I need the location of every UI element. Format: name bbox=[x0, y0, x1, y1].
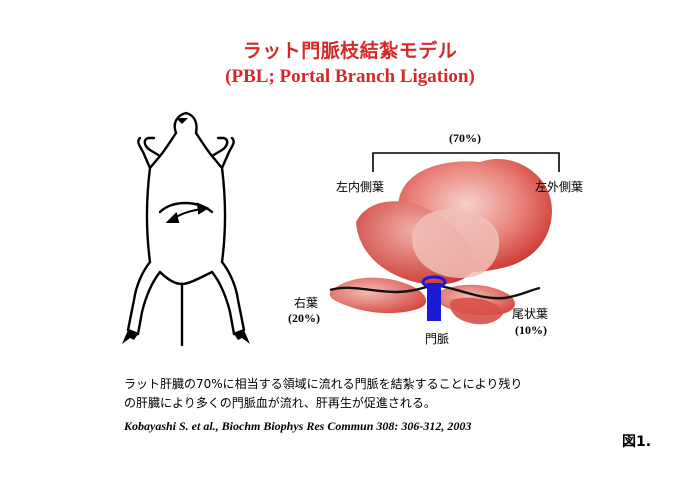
rat-outline bbox=[126, 111, 246, 347]
description-line-1: ラット肝臓の70%に相当する領域に流れる門脈を結紮することにより残り bbox=[124, 377, 523, 391]
right-lobe-percent-label: (20%) bbox=[288, 311, 320, 325]
rat-right-hind-foot bbox=[234, 330, 250, 344]
right-lobe-label: 右葉 bbox=[294, 296, 319, 310]
portal-vein-label: 門脈 bbox=[425, 332, 450, 346]
bracket-70-percent bbox=[372, 152, 560, 172]
caudate-lobe-label: 尾状葉 bbox=[512, 307, 549, 321]
description-line-2: の肝臓により多くの門脈血が流れ、肝再生が促進される。 bbox=[124, 396, 436, 410]
description: ラット肝臓の70%に相当する領域に流れる門脈を結紮することにより残り の肝臓によ… bbox=[124, 375, 584, 413]
caudate-lobe-percent-label: (10%) bbox=[515, 323, 547, 337]
caudate-lobe-2 bbox=[450, 297, 504, 325]
median-lobe bbox=[412, 209, 500, 278]
left-lateral-lobe-label: 左外側葉 bbox=[535, 180, 584, 194]
portal-vein bbox=[427, 283, 441, 321]
rat-left-hind-foot bbox=[122, 330, 138, 344]
incision-double-arrow bbox=[165, 202, 210, 223]
title-japanese: ラット門脈枝結紮モデル bbox=[242, 40, 458, 62]
rat-nose bbox=[176, 118, 188, 124]
bracket-percent-label: (70%) bbox=[449, 131, 481, 145]
liver-diagram bbox=[329, 159, 552, 325]
right-lobe bbox=[329, 277, 427, 314]
citation: Kobayashi S. et al., Biochm Biophys Res … bbox=[124, 419, 472, 433]
left-medial-lobe-label: 左内側葉 bbox=[336, 180, 385, 194]
figure-label: 図1. bbox=[622, 434, 652, 450]
title-english: (PBL; Portal Branch Ligation) bbox=[225, 66, 475, 87]
